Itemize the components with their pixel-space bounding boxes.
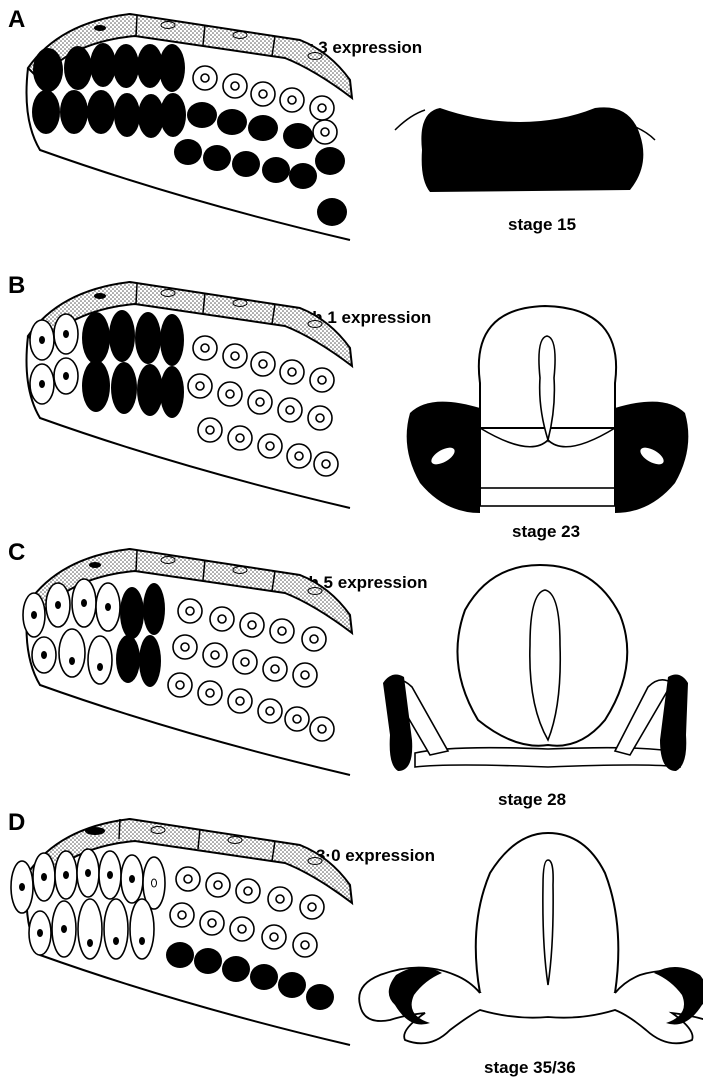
panel-a: A Six 3 expression — [8, 6, 655, 240]
panel-b-optic-vesicle — [407, 306, 689, 513]
panel-c: C Xath 5 expression — [8, 539, 688, 809]
panel-d-letter: D — [8, 809, 25, 836]
panel-c-letter: C — [8, 539, 25, 566]
panel-b-letter: B — [8, 272, 25, 299]
panel-d: D Brn 3·0 expression — [8, 809, 703, 1077]
panel-d-stage-label: stage 35/36 — [484, 1058, 576, 1077]
panel-c-optic-cup — [383, 565, 688, 771]
panel-d-retina-section — [11, 819, 352, 1045]
panel-b: B Xash 1 expression — [8, 272, 688, 541]
panel-c-retina-section — [23, 549, 352, 775]
panel-a-stage-label: stage 15 — [508, 215, 576, 234]
panel-b-stage-label: stage 23 — [512, 522, 580, 541]
panel-c-stage-label: stage 28 — [498, 790, 566, 809]
panel-a-letter: A — [8, 6, 25, 33]
panel-a-neural-plate — [395, 107, 655, 192]
panel-b-retina-section — [27, 282, 353, 508]
panel-a-retina-section — [27, 14, 353, 240]
